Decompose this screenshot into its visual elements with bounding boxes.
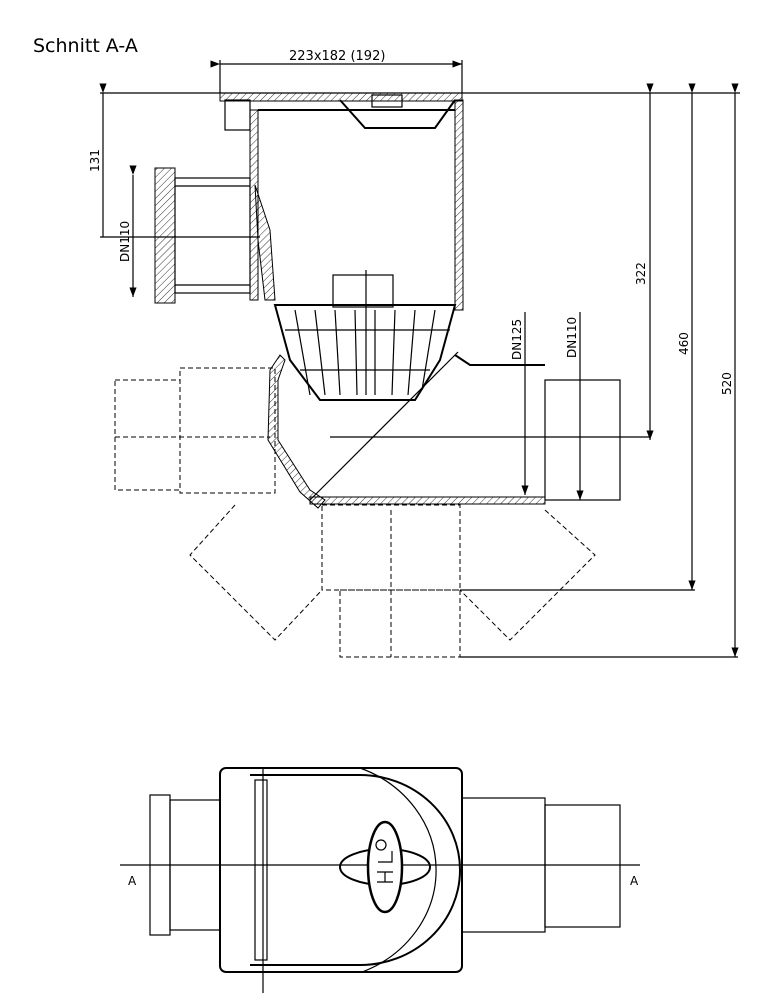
body-wall-right — [454, 99, 464, 311]
dimension-131-label: 131 — [88, 149, 102, 172]
dimension-460-label: 460 — [677, 332, 691, 355]
section-view: 223x182 (192) — [88, 49, 740, 658]
drawing-title: Schnitt A-A — [33, 35, 138, 57]
backflow-flap — [309, 351, 459, 501]
section-mark-left: A — [128, 874, 137, 888]
grate-frame — [219, 767, 463, 973]
plan-view: A A — [120, 767, 640, 993]
section-mark-right: A — [630, 874, 639, 888]
dimension-520-label: 520 — [720, 372, 734, 395]
dimension-inlet-dn-label: DN110 — [118, 221, 132, 262]
dimension-322-label: 322 — [634, 262, 648, 285]
dimension-width-label: 223x182 (192) — [289, 49, 385, 64]
dimension-dn110-label: DN110 — [565, 317, 579, 358]
hl-logo — [339, 820, 431, 914]
inlet-pipe — [174, 177, 251, 294]
dimension-dn125-label: DN125 — [510, 319, 524, 360]
outlet-pipe — [544, 379, 621, 501]
dirt-basket — [273, 304, 457, 401]
